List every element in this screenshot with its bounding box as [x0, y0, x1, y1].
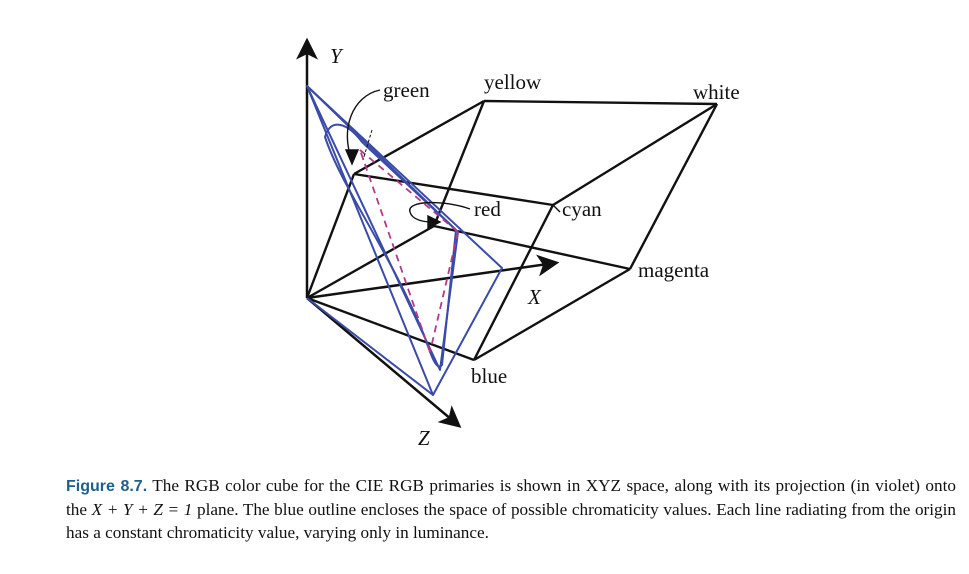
figure-caption-label: Figure 8.7.: [66, 478, 148, 495]
cube-edge: [306, 224, 435, 300]
leader-arrows: [344, 89, 561, 230]
outline-edge: [306, 297, 434, 396]
z-axis: [306, 297, 462, 428]
red-leader: [409, 201, 471, 223]
cube-edge: [305, 173, 356, 299]
cube-edge: [472, 204, 555, 361]
figure-caption: Figure 8.7. The RGB color cube for the C…: [66, 474, 956, 544]
cube-edge: [432, 100, 486, 227]
cube-edge: [628, 103, 719, 270]
y-axis-label: Y: [330, 44, 344, 68]
projection-guide: [362, 129, 373, 161]
projection-edge: [429, 231, 459, 353]
cyan-leader: [552, 204, 561, 213]
rgb-cube-figure: Y X Z green yellow white red cyan magent…: [296, 37, 740, 450]
caption-equation: X + Y + Z = 1: [91, 500, 193, 519]
rgb-cube: [305, 99, 719, 362]
cube-edge: [552, 102, 718, 207]
projection-edge: [359, 149, 459, 233]
blue-label: blue: [471, 364, 507, 388]
red-label: red: [474, 197, 501, 221]
caption-text-part-2: plane. The blue outline encloses the spa…: [66, 500, 956, 542]
white-label: white: [693, 80, 740, 104]
cyan-label: cyan: [562, 197, 602, 221]
green-leader-arrowhead: [344, 149, 360, 166]
outline-front-face: [306, 85, 503, 396]
labels: Y X Z green yellow white red cyan magent…: [330, 44, 740, 450]
projection-triangle: [359, 149, 459, 353]
axes: [296, 37, 560, 428]
yellow-label: yellow: [484, 70, 542, 94]
cube-edge: [353, 99, 485, 176]
caption-text-part-1: The RGB color cube for the CIE RGB prima…: [66, 476, 956, 519]
x-axis: [306, 254, 560, 300]
red-leader-arrowhead: [427, 214, 442, 230]
cube-edge: [483, 99, 718, 106]
cube-edge: [306, 296, 475, 362]
cube-edge: [353, 172, 554, 207]
z-axis-label: Z: [418, 426, 430, 450]
x-axis-label: X: [527, 285, 542, 309]
magenta-label: magenta: [638, 258, 710, 282]
green-label: green: [383, 78, 430, 102]
cube-edge: [473, 267, 631, 362]
